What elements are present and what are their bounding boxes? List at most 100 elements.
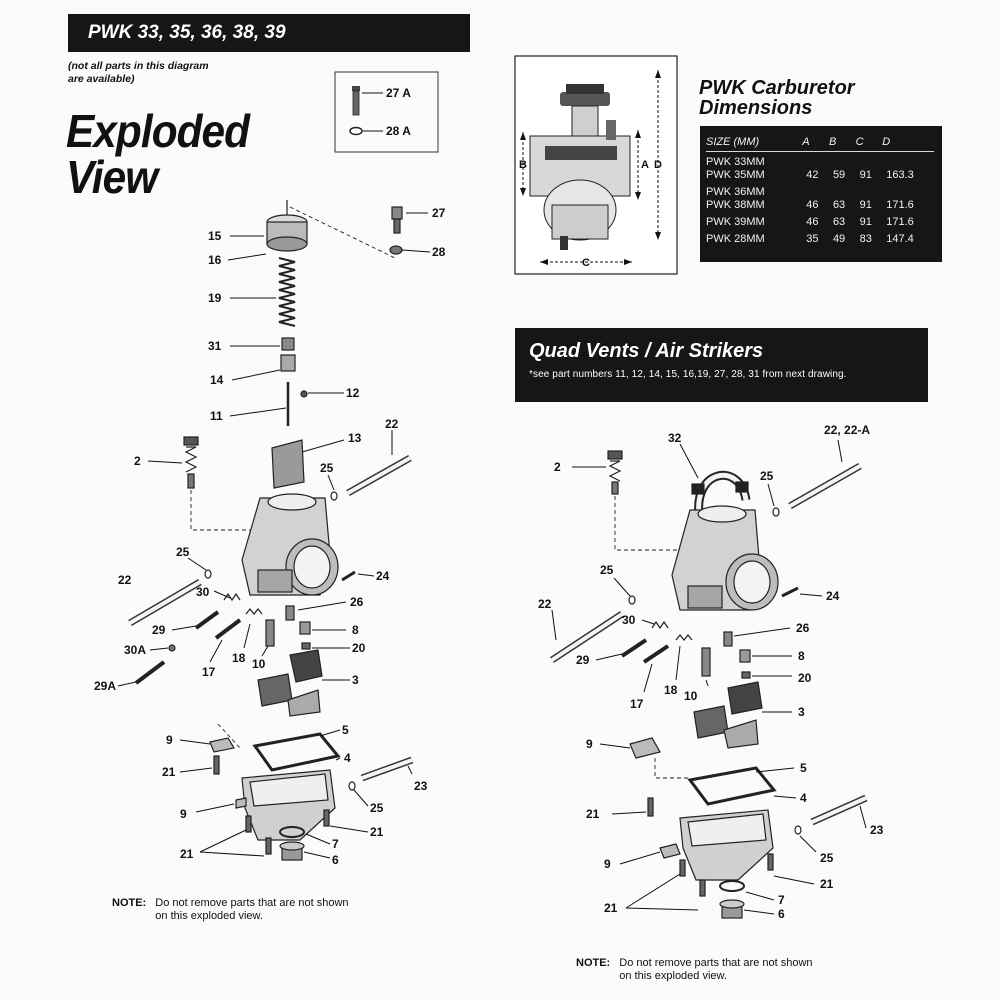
table-row: PWK 28MM 35 49 83 147.4	[706, 229, 934, 246]
callout-right: 7	[778, 893, 785, 907]
row-size: PWK 33MM	[706, 156, 765, 168]
callout-left: 10	[252, 657, 266, 671]
exploded-title-line1: Exploded	[66, 105, 250, 157]
inset-27a-28a: 27 A 28 A	[334, 71, 439, 153]
dim-label-b: B	[519, 159, 527, 171]
callout-left: 29A	[94, 679, 116, 693]
table-row: PWK 35MM 42 59 91 163.3	[706, 169, 934, 182]
callout-left: 21	[180, 847, 194, 861]
row-b: 63	[832, 199, 846, 211]
callout-right: 23	[870, 823, 884, 837]
callout-right: 32	[668, 431, 682, 445]
left-note-line2: on this exploded view.	[155, 910, 263, 922]
row-c: 83	[859, 233, 872, 245]
callout-right: 3	[798, 705, 805, 719]
col-d: D	[882, 136, 934, 152]
exploded-title-line2: View	[66, 151, 158, 203]
callout-left: 9	[180, 807, 187, 821]
row-a: 42	[806, 169, 819, 181]
availability-note-line2: are available)	[68, 73, 135, 85]
right-note: NOTE: Do not remove parts that are not s…	[576, 957, 813, 983]
callout-left: 30A	[124, 643, 146, 657]
callout-left: 24	[376, 569, 390, 583]
callout-right: 4	[800, 791, 807, 805]
dim-label-c: C	[582, 257, 590, 269]
dimensions-title-line1: PWK Carburetor	[699, 77, 855, 99]
row-size: PWK 36MM	[706, 186, 765, 198]
callout-left: 28	[432, 245, 446, 259]
callout-left: 29	[152, 623, 166, 637]
row-d: 171.6	[886, 199, 914, 211]
callout-left: 14	[210, 373, 224, 387]
callout-right: 21	[820, 877, 834, 891]
table-row: PWK 33MM	[706, 152, 934, 170]
left-note-label: NOTE:	[112, 897, 147, 909]
callout-right: 10	[684, 689, 698, 703]
row-size: PWK 38MM	[706, 199, 765, 211]
right-note-text: Do not remove parts that are not shown o…	[619, 957, 812, 983]
inset-label-28a: 28 A	[386, 124, 411, 138]
exploded-view-title: Exploded View	[66, 105, 250, 203]
right-banner-title: Quad Vents / Air Strikers	[529, 340, 764, 362]
callout-right: 25	[820, 851, 834, 865]
callout-left: 16	[208, 253, 222, 267]
left-note-line1: Do not remove parts that are not shown	[155, 897, 349, 909]
dimensions-header-row: SIZE (MM) A B C D	[706, 136, 934, 152]
dimensions-grid: SIZE (MM) A B C D PWK 33MM PWK 35MM 42 5…	[706, 136, 934, 246]
callout-right: 8	[798, 649, 805, 663]
right-note-label: NOTE:	[576, 957, 611, 969]
right-banner: Quad Vents / Air Strikers *see part numb…	[515, 328, 928, 402]
row-size: PWK 35MM	[706, 169, 765, 181]
callout-left: 17	[202, 665, 216, 679]
row-size: PWK 28MM	[706, 233, 765, 245]
callout-left: 20	[352, 641, 366, 655]
callout-left: 18	[232, 651, 246, 665]
row-b: 59	[832, 169, 846, 181]
callout-left: 30	[196, 585, 210, 599]
left-leader-lines	[117, 212, 431, 859]
col-a: A	[802, 136, 829, 152]
left-callouts: 15 16 19 31 14 11 12 27 28 2 13 22 25 24…	[94, 206, 446, 867]
col-size: SIZE (MM)	[706, 136, 803, 152]
table-row: PWK 36MM	[706, 182, 934, 199]
callout-right: 6	[778, 907, 785, 921]
left-banner-title: PWK 33, 35, 36, 38, 39	[88, 22, 286, 43]
row-c: 91	[859, 199, 872, 211]
availability-note-line1: (not all parts in this diagram	[68, 60, 209, 72]
col-c: C	[855, 136, 883, 152]
callout-left: 4	[344, 751, 351, 765]
callout-right: 24	[826, 589, 840, 603]
row-a: 35	[806, 233, 819, 245]
callout-left: 31	[208, 339, 222, 353]
callout-right: 22, 22-A	[824, 423, 870, 437]
callout-left: 25	[176, 545, 190, 559]
callout-left: 21	[162, 765, 176, 779]
callout-left: 22	[118, 573, 132, 587]
callout-left: 5	[342, 723, 349, 737]
table-row: PWK 38MM 46 63 91 171.6	[706, 199, 934, 212]
right-leader-lines	[551, 439, 867, 915]
callout-right: 21	[586, 807, 600, 821]
row-c: 91	[859, 216, 872, 228]
dim-label-a: A	[641, 159, 649, 171]
callout-right: 17	[630, 697, 644, 711]
callout-left: 13	[348, 431, 362, 445]
dimension-figure: B A D C	[514, 55, 678, 275]
left-note: NOTE: Do not remove parts that are not s…	[112, 897, 349, 923]
callout-right: 25	[600, 563, 614, 577]
callout-left: 3	[352, 673, 359, 687]
callout-left: 8	[352, 623, 359, 637]
callout-left: 27	[432, 206, 446, 220]
callout-right: 9	[604, 857, 611, 871]
row-d: 171.6	[886, 216, 914, 228]
callout-left: 22	[385, 417, 399, 431]
row-size: PWK 39MM	[706, 216, 765, 228]
callout-right: 20	[798, 671, 812, 685]
dimensions-title-line2: Dimensions	[699, 97, 813, 119]
callout-left: 7	[332, 837, 339, 851]
left-banner: PWK 33, 35, 36, 38, 39	[68, 14, 470, 52]
right-exploded-parts	[550, 450, 868, 919]
callout-right: 22	[538, 597, 552, 611]
callout-right: 21	[604, 901, 618, 915]
